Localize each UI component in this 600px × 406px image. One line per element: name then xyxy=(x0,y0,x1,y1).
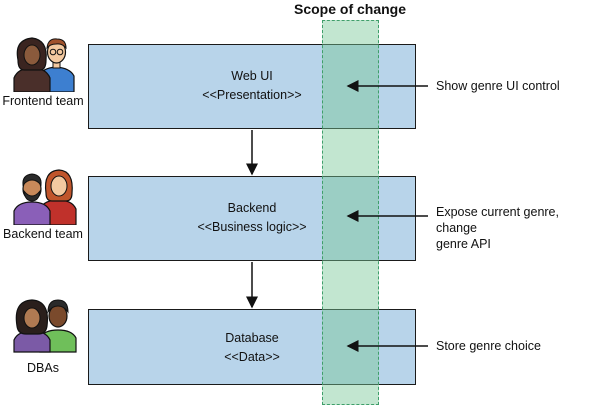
note-backend-line2: genre API xyxy=(436,237,491,251)
backend-layer: Backend <<Business logic>> xyxy=(88,176,416,261)
frontend-team-icon xyxy=(13,37,75,92)
note-webui-text: Show genre UI control xyxy=(436,79,560,93)
note-backend-line1: Expose current genre, change xyxy=(436,205,559,235)
frontend-team-label: Frontend team xyxy=(2,94,84,108)
database-title: Database xyxy=(225,331,279,345)
dbas-team-label: DBAs xyxy=(27,361,59,375)
note-database: Store genre choice xyxy=(436,338,541,354)
web-ui-stereotype: <<Presentation>> xyxy=(202,88,302,102)
note-webui: Show genre UI control xyxy=(436,78,560,94)
note-database-text: Store genre choice xyxy=(436,339,541,353)
dbas-team-icon xyxy=(13,299,77,353)
note-backend: Expose current genre, change genre API xyxy=(436,204,600,252)
database-stereotype: <<Data>> xyxy=(224,350,280,364)
backend-team-label: Backend team xyxy=(3,227,83,241)
scope-of-change-title: Scope of change xyxy=(293,1,407,17)
backend-title: Backend xyxy=(227,201,277,215)
backend-team-icon xyxy=(13,169,77,225)
web-ui-title: Web UI xyxy=(231,69,273,83)
backend-stereotype: <<Business logic>> xyxy=(197,220,307,234)
database-layer: Database <<Data>> xyxy=(88,309,416,385)
